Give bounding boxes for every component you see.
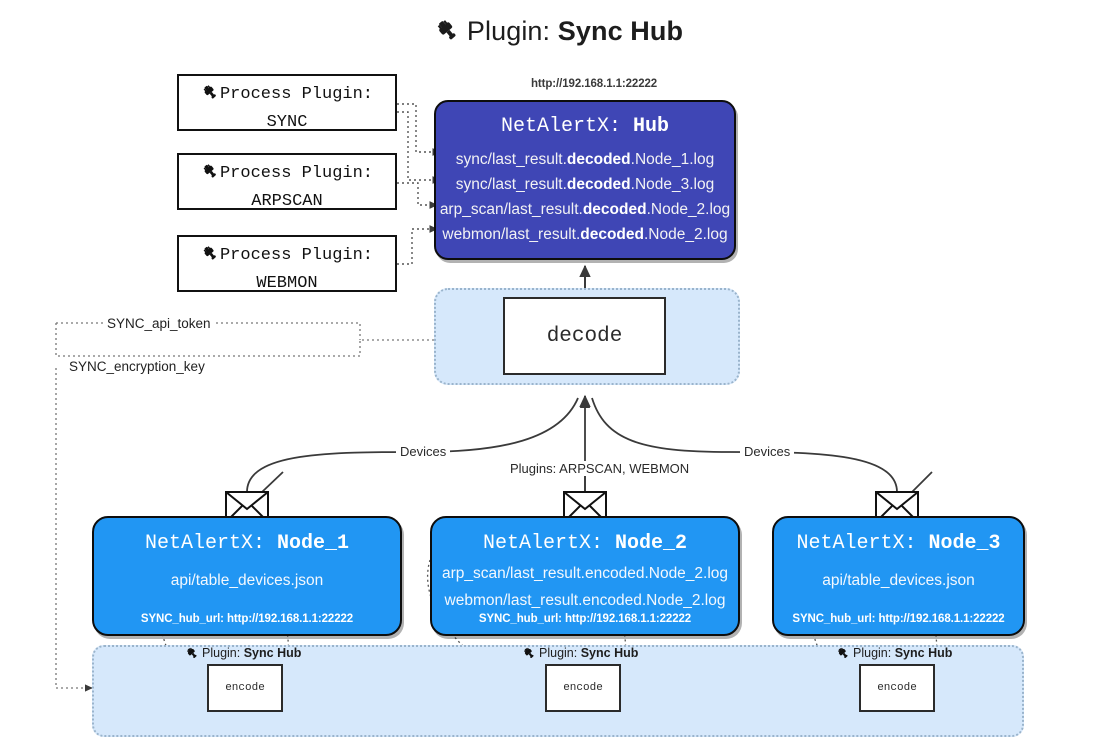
node-card-node-3[interactable]: NetAlertX: Node_3 api/table_devices.json…: [772, 516, 1025, 636]
encoder-caption-name: Sync Hub: [580, 646, 639, 660]
hub-title-name: Hub: [633, 115, 670, 138]
node-line: webmon/last_result.encoded.Node_2.log: [444, 591, 726, 609]
node-line: arp_scan/last_result.encoded.Node_2.log: [441, 565, 729, 582]
process-plugin-name: WEBMON: [256, 273, 318, 293]
process-plugin-label: Process Plugin:: [219, 85, 374, 104]
encode-box-1[interactable]: encode: [207, 664, 283, 712]
plug-icon: [185, 646, 199, 663]
process-plugin-arpscan[interactable]: Process Plugin: ARPSCAN: [177, 153, 397, 211]
node-card-node-1[interactable]: NetAlertX: Node_1 api/table_devices.json…: [92, 516, 402, 636]
edge-label-plugins-center: Plugins: ARPSCAN, WEBMON: [506, 461, 694, 476]
encoder-caption-1: Plugin: Sync Hub: [185, 646, 301, 663]
process-plugin-sync-line1: Process Plugin:: [179, 83, 395, 111]
plug-icon: [522, 646, 536, 663]
node-title-prefix: NetAlertX:: [144, 532, 265, 555]
hub-url-label: http://192.168.1.1:22222: [531, 78, 658, 90]
process-plugin-name: SYNC: [266, 112, 308, 132]
decode-box[interactable]: decode: [503, 297, 666, 375]
wire-sync-to-hublog2: [397, 111, 441, 185]
process-plugin-webmon-line1: Process Plugin:: [179, 244, 395, 272]
plug-icon: [201, 162, 219, 190]
process-plugin-label: Process Plugin:: [219, 246, 374, 265]
stem-node1: [261, 471, 284, 493]
node-title-name: Node_1: [277, 532, 350, 555]
process-plugin-webmon[interactable]: Process Plugin: WEBMON: [177, 235, 397, 293]
edge-label-devices-left: Devices: [396, 444, 451, 459]
node-title: NetAlertX: Node_2: [432, 532, 738, 555]
node-line: api/table_devices.json: [170, 572, 324, 589]
hub-log-line: arp_scan/last_result.decoded.Node_2.log: [439, 201, 731, 219]
plug-icon: [201, 83, 219, 111]
node-hub-url: SYNC_hub_url: http://192.168.1.1:22222: [478, 613, 692, 625]
wire-encryption-key: [55, 368, 93, 692]
plug-icon: [201, 244, 219, 272]
sync-api-token-label: SYNC_api_token: [104, 316, 214, 331]
sync-encryption-key-label: SYNC_encryption_key: [66, 359, 208, 374]
node-hub-url: SYNC_hub_url: http://192.168.1.1:22222: [792, 613, 1005, 625]
encode-box-2[interactable]: encode: [545, 664, 621, 712]
wire-webmon-to-hublog4: [397, 224, 438, 265]
wire-api-token: [55, 323, 498, 357]
encode-box-3[interactable]: encode: [859, 664, 935, 712]
encoder-caption-3: Plugin: Sync Hub: [836, 646, 952, 663]
hub-log-line: sync/last_result.decoded.Node_1.log: [455, 151, 715, 168]
node-card-node-2[interactable]: NetAlertX: Node_2 arp_scan/last_result.e…: [430, 516, 740, 636]
hub-log-line: sync/last_result.decoded.Node_3.log: [455, 176, 715, 194]
wire-arpscan-to-hublog3: [397, 182, 438, 210]
hub-log-line: webmon/last_result.decoded.Node_2.log: [442, 226, 728, 244]
node-title-name: Node_3: [928, 532, 1001, 555]
node-title: NetAlertX: Node_3: [774, 532, 1023, 555]
process-plugin-name: ARPSCAN: [251, 191, 323, 211]
process-plugin-label: Process Plugin:: [219, 164, 374, 183]
edge-label-devices-right: Devices: [740, 444, 795, 459]
encoder-caption-name: Sync Hub: [894, 646, 953, 660]
encoder-caption-prefix: Plugin:: [202, 646, 241, 660]
process-plugin-sync[interactable]: Process Plugin: SYNC: [177, 74, 397, 132]
encoder-caption-prefix: Plugin:: [853, 646, 892, 660]
encoder-caption-name: Sync Hub: [243, 646, 302, 660]
plug-icon: [836, 646, 850, 663]
node-title: NetAlertX: Node_1: [94, 532, 400, 555]
hub-title: NetAlertX: Hub: [436, 115, 734, 138]
wire-node3-to-decode: [591, 397, 898, 493]
page-title-prefix: Plugin:: [466, 16, 551, 46]
hub-card[interactable]: NetAlertX: Hub sync/last_result.decoded.…: [434, 100, 736, 260]
node-title-prefix: NetAlertX:: [482, 532, 603, 555]
hub-title-prefix: NetAlertX:: [500, 115, 621, 138]
process-plugin-arpscan-line1: Process Plugin:: [179, 162, 395, 190]
encoder-caption-prefix: Plugin:: [539, 646, 578, 660]
page-title: Plugin: Sync Hub: [0, 16, 1117, 50]
node-title-prefix: NetAlertX:: [796, 532, 917, 555]
page-title-name: Sync Hub: [557, 16, 684, 46]
encoder-caption-2: Plugin: Sync Hub: [522, 646, 638, 663]
plug-icon: [434, 17, 460, 50]
node-title-name: Node_2: [615, 532, 688, 555]
node-hub-url: SYNC_hub_url: http://192.168.1.1:22222: [140, 613, 354, 625]
stem-node3: [911, 471, 933, 493]
node-line: api/table_devices.json: [822, 572, 975, 589]
